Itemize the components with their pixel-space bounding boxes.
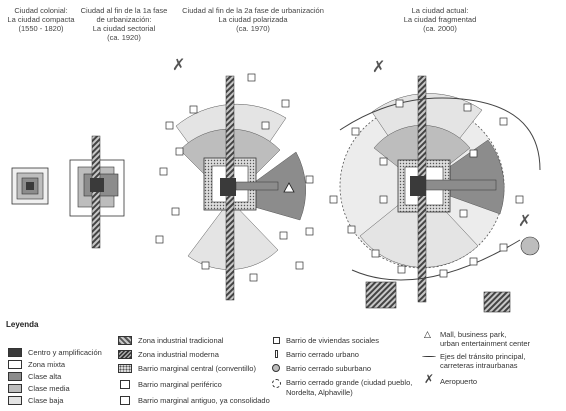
swatch-baja <box>8 396 22 405</box>
legend-label-cont: urban entertainment center <box>440 339 531 348</box>
swatch-ind-trad <box>118 336 132 345</box>
stage-title-line: (ca. 1920) <box>107 33 141 42</box>
legend-label: Barrio marginal antiguo, ya consolidado <box>138 396 270 405</box>
svg-text:✗: ✗ <box>172 57 185 74</box>
marginal-neighborhood-square <box>155 235 164 244</box>
marginal-neighborhood-square <box>159 167 168 176</box>
svg-text:✗: ✗ <box>518 213 531 230</box>
marginal-neighborhood-square <box>347 225 356 234</box>
marginal-neighborhood-square <box>371 249 380 258</box>
stage-title-line: La ciudad actual: <box>411 6 469 15</box>
marginal-neighborhood-square <box>201 261 210 270</box>
swatch-viviendas <box>273 337 280 344</box>
marginal-neighborhood-square <box>499 243 508 252</box>
marginal-neighborhood-square <box>249 273 258 282</box>
stage-title-line: (ca. 1970) <box>236 24 270 33</box>
swatch-media <box>8 384 22 393</box>
stage-title-line: (ca. 2000) <box>423 24 457 33</box>
stage-title-line: de urbanización: <box>96 15 152 24</box>
stage-title-line: (1550 - 1820) <box>18 24 64 33</box>
legend-label-cont: carreteras intraurbanas <box>440 361 518 370</box>
stage-title-colonial: Ciudad colonial: La ciudad compacta (155… <box>0 6 82 33</box>
airport-icon: ✗ <box>424 372 435 386</box>
marginal-neighborhood-square <box>171 207 180 216</box>
legend-label: Barrio marginal central (conventillo) <box>138 364 256 373</box>
stage-title-line: La ciudad polarizada <box>218 15 288 24</box>
legend-label: Clase baja <box>28 396 64 405</box>
marginal-neighborhood-square <box>397 265 406 274</box>
stage-title-line: La ciudad sectorial <box>92 24 156 33</box>
marginal-neighborhood-square <box>261 121 270 130</box>
marginal-neighborhood-square <box>189 105 198 114</box>
legend-label: Zona industrial moderna <box>138 350 219 359</box>
swatch-mixta <box>8 360 22 369</box>
marginal-neighborhood-square <box>165 121 174 130</box>
legend-label: Barrio cerrado grande (ciudad pueblo, <box>286 378 413 387</box>
stage-title-line: Ciudad colonial: <box>14 6 68 15</box>
swatch-periferico <box>120 380 130 389</box>
legend-title: Leyenda <box>6 320 39 329</box>
swatch-cerrado-suburbano <box>272 364 280 372</box>
legend-label: Aeropuerto <box>440 377 478 386</box>
stage-title-polarizada: Ciudad al fin de la 2a fase de urbanizac… <box>168 6 338 33</box>
road-line-icon <box>422 356 436 357</box>
marginal-neighborhood-square <box>515 195 524 204</box>
swatch-antiguo <box>120 396 130 405</box>
marginal-neighborhood-square <box>439 269 448 278</box>
marginal-neighborhood-square <box>379 195 388 204</box>
marginal-neighborhood-square <box>175 147 184 156</box>
fragmented-city-model: ✗ ✗ <box>339 59 541 313</box>
legend-label: Centro y amplificación <box>28 348 102 357</box>
swatch-ind-mod <box>118 350 132 359</box>
marginal-neighborhood-square <box>295 261 304 270</box>
colonial-city-model <box>11 167 49 205</box>
swatch-cerrado-grande <box>272 379 281 388</box>
city-model-diagram: ✗ ✗ ✗ <box>11 57 541 313</box>
triangle-icon: △ <box>424 329 431 339</box>
marginal-neighborhood-square <box>247 73 256 82</box>
marginal-neighborhood-square <box>499 117 508 126</box>
svg-text:✗: ✗ <box>372 59 385 76</box>
legend-label: Barrio marginal periférico <box>138 380 222 389</box>
marginal-neighborhood-square <box>379 157 388 166</box>
legend-label: Zona mixta <box>28 360 66 369</box>
swatch-conventillo <box>118 364 132 373</box>
legend-label-cont: Nordelta, Alphaville) <box>286 388 353 397</box>
marginal-neighborhood-square <box>329 195 338 204</box>
stage-title-line: La ciudad fragmentad <box>403 15 477 24</box>
swatch-cerrado-urbano <box>275 350 278 358</box>
swatch-centro <box>8 348 22 357</box>
stage-title-line: La ciudad compacta <box>7 15 75 24</box>
legend-label: Clase alta <box>28 372 62 381</box>
stage-title-line: Ciudad al fin de la 1a fase <box>80 6 168 15</box>
sectorial-city-model <box>69 135 125 249</box>
marginal-neighborhood-square <box>463 103 472 112</box>
marginal-neighborhood-square <box>279 231 288 240</box>
swatch-alta <box>8 372 22 381</box>
legend-label: Barrio cerrado urbano <box>286 350 359 359</box>
marginal-neighborhood-square <box>395 99 404 108</box>
legend-label: Mall, business park, <box>440 330 507 339</box>
legend-label: Ejes del tránsito principal, <box>440 352 526 361</box>
stage-title-line: Ciudad al fin de la 2a fase de urbanizac… <box>182 6 324 15</box>
legend-label: Zona industrial tradicional <box>138 336 224 345</box>
marginal-neighborhood-square <box>469 257 478 266</box>
marginal-neighborhood-square <box>305 227 314 236</box>
marginal-neighborhood-square <box>305 175 314 184</box>
marginal-neighborhood-square <box>459 209 468 218</box>
marginal-neighborhood-square <box>469 149 478 158</box>
legend-label: Barrio cerrado suburbano <box>286 364 372 373</box>
polarized-city-model: ✗ <box>172 57 306 301</box>
legend-label: Clase media <box>28 384 70 393</box>
legend-label: Barrio de viviendas sociales <box>286 336 379 345</box>
stage-title-fragmentada: La ciudad actual: La ciudad fragmentad (… <box>380 6 500 33</box>
marginal-neighborhood-square <box>281 99 290 108</box>
stage-title-sectorial: Ciudad al fin de la 1a fase de urbanizac… <box>74 6 174 42</box>
marginal-neighborhood-square <box>351 127 360 136</box>
